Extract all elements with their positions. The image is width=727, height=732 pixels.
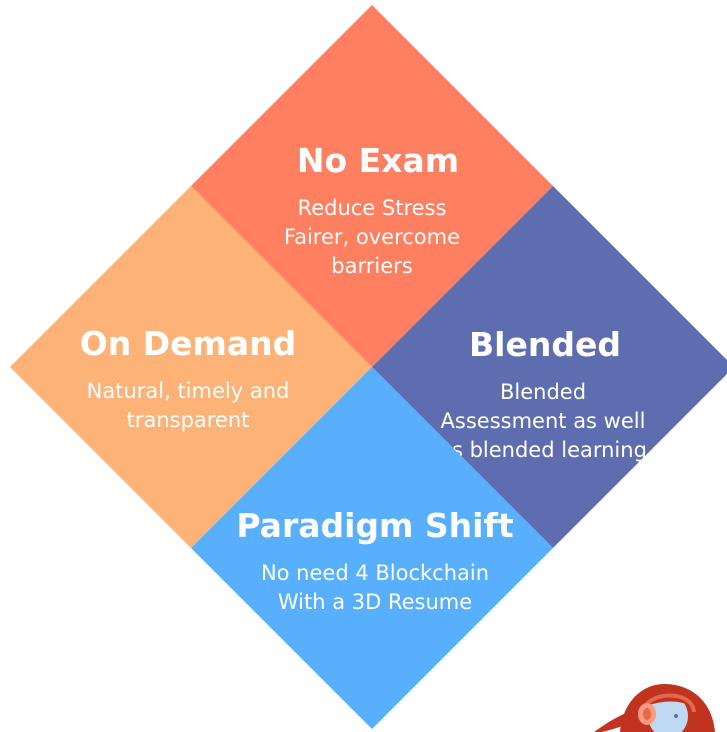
mascot-avatar-icon <box>594 684 715 732</box>
quadrant-on-demand-line-1: Natural, timely and <box>87 379 290 403</box>
quadrant-blended-line-3: as blended learning <box>439 438 647 462</box>
quadrant-no-exam-line-1: Reduce Stress <box>298 196 447 220</box>
quadrant-paradigm-shift-line-2: With a 3D Resume <box>278 590 472 614</box>
quadrant-blended-title: Blended <box>469 325 621 364</box>
quadrant-on-demand-line-2: transparent <box>127 408 250 432</box>
quadrant-no-exam-line-2: Fairer, overcome <box>284 225 460 249</box>
quadrant-on-demand-title: On Demand <box>80 324 297 363</box>
quadrant-blended-shape <box>372 186 727 548</box>
quadrant-paradigm-shift: Paradigm Shift No need 4 Blockchain With… <box>191 367 553 729</box>
quadrant-no-exam-title: No Exam <box>297 141 459 180</box>
quadrant-paradigm-shift-shape <box>191 367 553 729</box>
quadrant-paradigm-shift-title: Paradigm Shift <box>236 506 513 545</box>
quadrant-blended: Blended Blended Assessment as well as bl… <box>372 186 727 548</box>
quadrant-no-exam-line-3: barriers <box>331 254 412 278</box>
quadrant-blended-line-2: Assessment as well <box>441 409 646 433</box>
quadrant-blended-line-1: Blended <box>500 380 586 404</box>
quadrant-paradigm-shift-line-1: No need 4 Blockchain <box>261 561 489 585</box>
